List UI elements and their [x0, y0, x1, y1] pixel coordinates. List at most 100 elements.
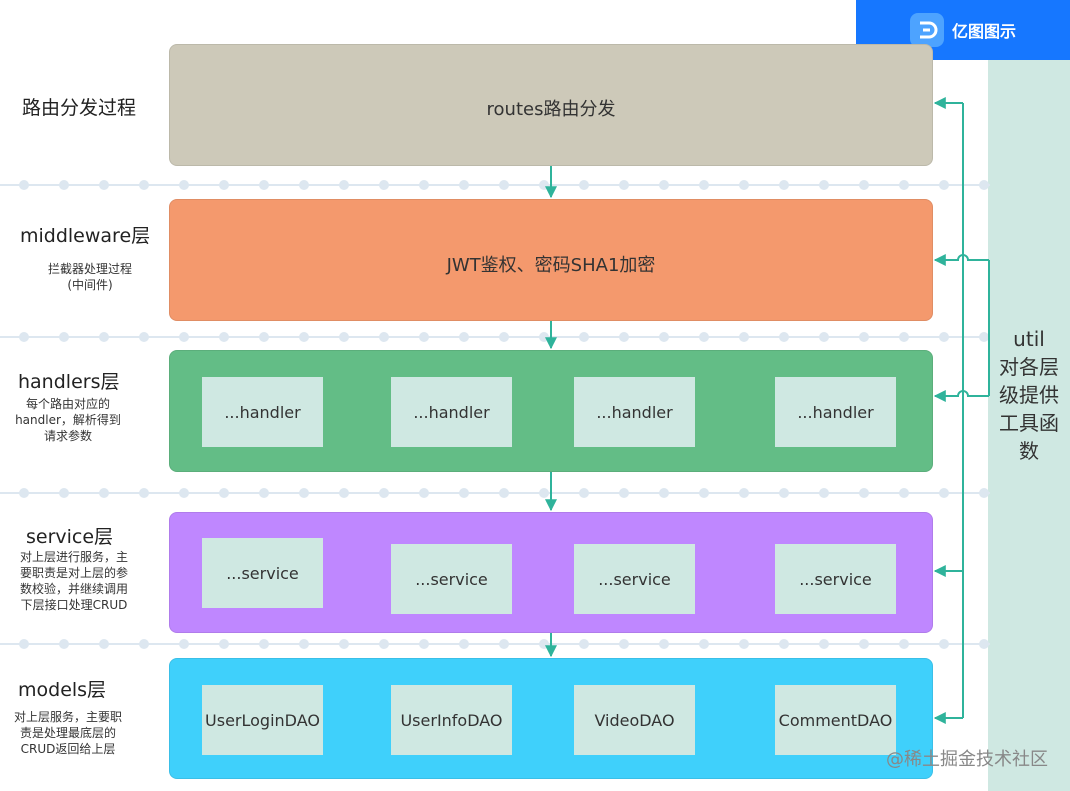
- separator-dot: [939, 639, 949, 649]
- separator-dot: [659, 639, 669, 649]
- dao-box: VideoDAO: [574, 685, 695, 755]
- util-label: util 对各层级提供工具函数: [988, 325, 1070, 465]
- arrow-util-handlers: [933, 390, 989, 402]
- separator-dot: [59, 332, 69, 342]
- separator-dot: [99, 488, 109, 498]
- separator-dot: [459, 639, 469, 649]
- separator-dot: [739, 332, 749, 342]
- separator-dot: [179, 488, 189, 498]
- separator-dot: [19, 639, 29, 649]
- separator-dot: [139, 332, 149, 342]
- separator-dot: [739, 639, 749, 649]
- separator-dot: [699, 639, 709, 649]
- middleware-layer: JWT鉴权、密码SHA1加密: [169, 199, 933, 321]
- separator-dot: [259, 639, 269, 649]
- separator-dot: [219, 639, 229, 649]
- arrow-util-middleware: [933, 254, 989, 266]
- middleware-side-title: middleware层: [20, 225, 151, 247]
- separator-dot: [819, 488, 829, 498]
- separator-dot: [699, 332, 709, 342]
- handler-box: ...handler: [775, 377, 896, 447]
- dao-box: CommentDAO: [775, 685, 896, 755]
- separator-dot: [939, 180, 949, 190]
- routes-side-title: 路由分发过程: [22, 97, 137, 119]
- separator-dot: [299, 639, 309, 649]
- separator-dot: [59, 639, 69, 649]
- separator-dot: [419, 639, 429, 649]
- separator-dot: [579, 639, 589, 649]
- service-box: ...service: [202, 538, 323, 608]
- separator-dot: [219, 180, 229, 190]
- separator-dot: [939, 332, 949, 342]
- separator-dot: [859, 488, 869, 498]
- separator-dot: [779, 180, 789, 190]
- separator-dot: [579, 488, 589, 498]
- separator-dot: [339, 180, 349, 190]
- separator-dot: [19, 332, 29, 342]
- separator-dot: [859, 332, 869, 342]
- separator-dot: [99, 332, 109, 342]
- separator-dot: [139, 180, 149, 190]
- separator-dot: [299, 332, 309, 342]
- separator-dot: [779, 332, 789, 342]
- separator-dot: [459, 180, 469, 190]
- separator-dot: [339, 488, 349, 498]
- separator-dot: [419, 488, 429, 498]
- separator-dot: [19, 488, 29, 498]
- separator-dot: [299, 180, 309, 190]
- separator-dot: [899, 180, 909, 190]
- handlers-side-title: handlers层: [18, 371, 120, 393]
- separator-dot: [19, 180, 29, 190]
- separator-dot: [179, 180, 189, 190]
- separator-dot: [139, 639, 149, 649]
- separator-dot: [99, 639, 109, 649]
- service-box: ...service: [574, 544, 695, 614]
- separator-dot: [619, 639, 629, 649]
- separator-dot: [899, 332, 909, 342]
- separator-dot: [499, 332, 509, 342]
- separator-dot: [619, 488, 629, 498]
- separator-dot: [259, 332, 269, 342]
- util-column: [988, 60, 1070, 791]
- handler-box: ...handler: [574, 377, 695, 447]
- handlers-layer: ...handler ...handler ...handler ...hand…: [169, 350, 933, 472]
- separator-dot: [819, 639, 829, 649]
- separator-dot: [59, 488, 69, 498]
- separator-dot: [659, 180, 669, 190]
- models-side-title: models层: [18, 679, 107, 701]
- separator-dot: [379, 332, 389, 342]
- dao-box: UserLoginDAO: [202, 685, 323, 755]
- separator-dot: [219, 332, 229, 342]
- separator-dot: [379, 639, 389, 649]
- separator-dot: [619, 180, 629, 190]
- separator-dot: [259, 180, 269, 190]
- separator-dot: [659, 332, 669, 342]
- separator-dot: [579, 332, 589, 342]
- service-side-desc: 对上层进行服务，主要职责是对上层的参数校验，并继续调用下层接口处理CRUD: [19, 550, 128, 612]
- separator-dot: [99, 180, 109, 190]
- separator-dot: [699, 488, 709, 498]
- separator-dot: [179, 332, 189, 342]
- separator-dot: [779, 639, 789, 649]
- handlers-side-desc: 每个路由对应的handler，解析得到请求参数: [15, 397, 121, 443]
- separator-dot: [139, 488, 149, 498]
- dao-box: UserInfoDAO: [391, 685, 512, 755]
- separator-dot: [379, 180, 389, 190]
- separator-dot: [459, 488, 469, 498]
- separator-dot: [579, 180, 589, 190]
- models-side-desc: 对上层服务，主要职责是处理最底层的CRUD返回给上层: [13, 710, 122, 756]
- middleware-side-desc: 拦截器处理过程 (中间件): [20, 261, 160, 293]
- separator-dot: [979, 639, 989, 649]
- separator-dot: [899, 639, 909, 649]
- separator-dot: [459, 332, 469, 342]
- separator-dot: [899, 488, 909, 498]
- service-box: ...service: [775, 544, 896, 614]
- separator-dot: [979, 488, 989, 498]
- middleware-desc-line1: 拦截器处理过程: [47, 262, 132, 276]
- separator-dot: [939, 488, 949, 498]
- separator-dot: [859, 180, 869, 190]
- service-layer: ...service ...service ...service ...serv…: [169, 512, 933, 633]
- separator-dot: [539, 488, 549, 498]
- separator-dot: [819, 180, 829, 190]
- separator-dot: [59, 180, 69, 190]
